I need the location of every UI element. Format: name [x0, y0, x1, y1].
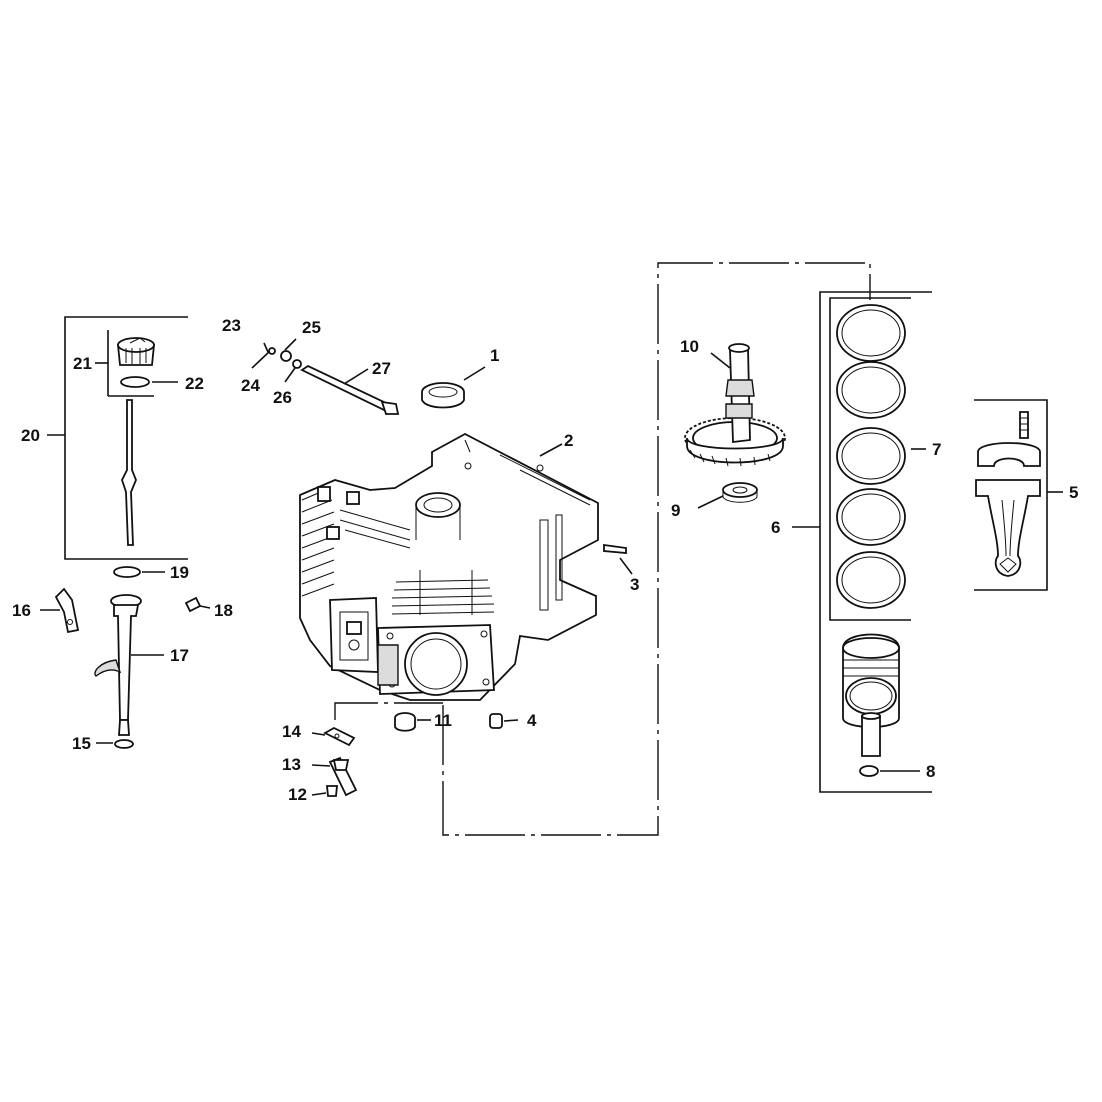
callout-16: 16	[12, 601, 31, 620]
dipstick-blade	[121, 399, 137, 546]
callout-8: 8	[926, 762, 935, 781]
callout-24: 24	[241, 376, 260, 395]
callout-11: 11	[434, 711, 452, 730]
callout-13: 13	[282, 755, 301, 774]
piston-rings	[836, 304, 906, 609]
connecting-rod	[975, 411, 1041, 577]
connecting-rod-bracket	[974, 399, 1048, 591]
callout-25: 25	[302, 318, 321, 337]
plug-4	[489, 713, 519, 729]
piston-assembly	[842, 633, 920, 777]
callout-18: 18	[214, 601, 233, 620]
callout-4: 4	[527, 711, 537, 730]
o-ring-15	[114, 739, 134, 749]
callout-15: 15	[72, 734, 91, 753]
dipstick-group-bracket	[64, 316, 188, 560]
callout-6: 6	[771, 518, 780, 537]
screw-18	[184, 596, 211, 613]
callout-27: 27	[372, 359, 391, 378]
cap-plug-11	[394, 712, 431, 732]
callout-14: 14	[282, 722, 301, 741]
sensor-parts	[311, 726, 358, 797]
callout-1: 1	[490, 346, 499, 365]
oil-cap-part	[95, 330, 178, 397]
piston-group-bracket	[819, 291, 932, 793]
callout-9: 9	[671, 501, 680, 520]
callout-21: 21	[73, 354, 92, 373]
callout-7: 7	[932, 440, 941, 459]
callout-26: 26	[273, 388, 292, 407]
small-tube-3	[603, 543, 633, 575]
tube-bracket	[40, 587, 80, 634]
camshaft-gear	[684, 343, 786, 467]
breather-tube-parts	[251, 338, 400, 415]
o-ring-19	[113, 566, 141, 578]
dipstick-tube	[94, 594, 164, 736]
washer-9	[697, 482, 758, 509]
crankcase-block	[299, 432, 599, 701]
callout-5: 5	[1069, 483, 1078, 502]
callout-17: 17	[170, 646, 189, 665]
oil-seal-1	[421, 366, 486, 409]
callout-10: 10	[680, 337, 699, 356]
callout-19: 19	[170, 563, 189, 582]
assembly-reference-line	[442, 262, 871, 836]
callout-2: 2	[564, 431, 573, 450]
callout-12: 12	[288, 785, 307, 804]
callout-23: 23	[222, 316, 241, 335]
callout-22: 22	[185, 374, 204, 393]
callout-20: 20	[21, 426, 40, 445]
sensor-reference-line	[334, 702, 443, 720]
callout-3: 3	[630, 575, 639, 594]
